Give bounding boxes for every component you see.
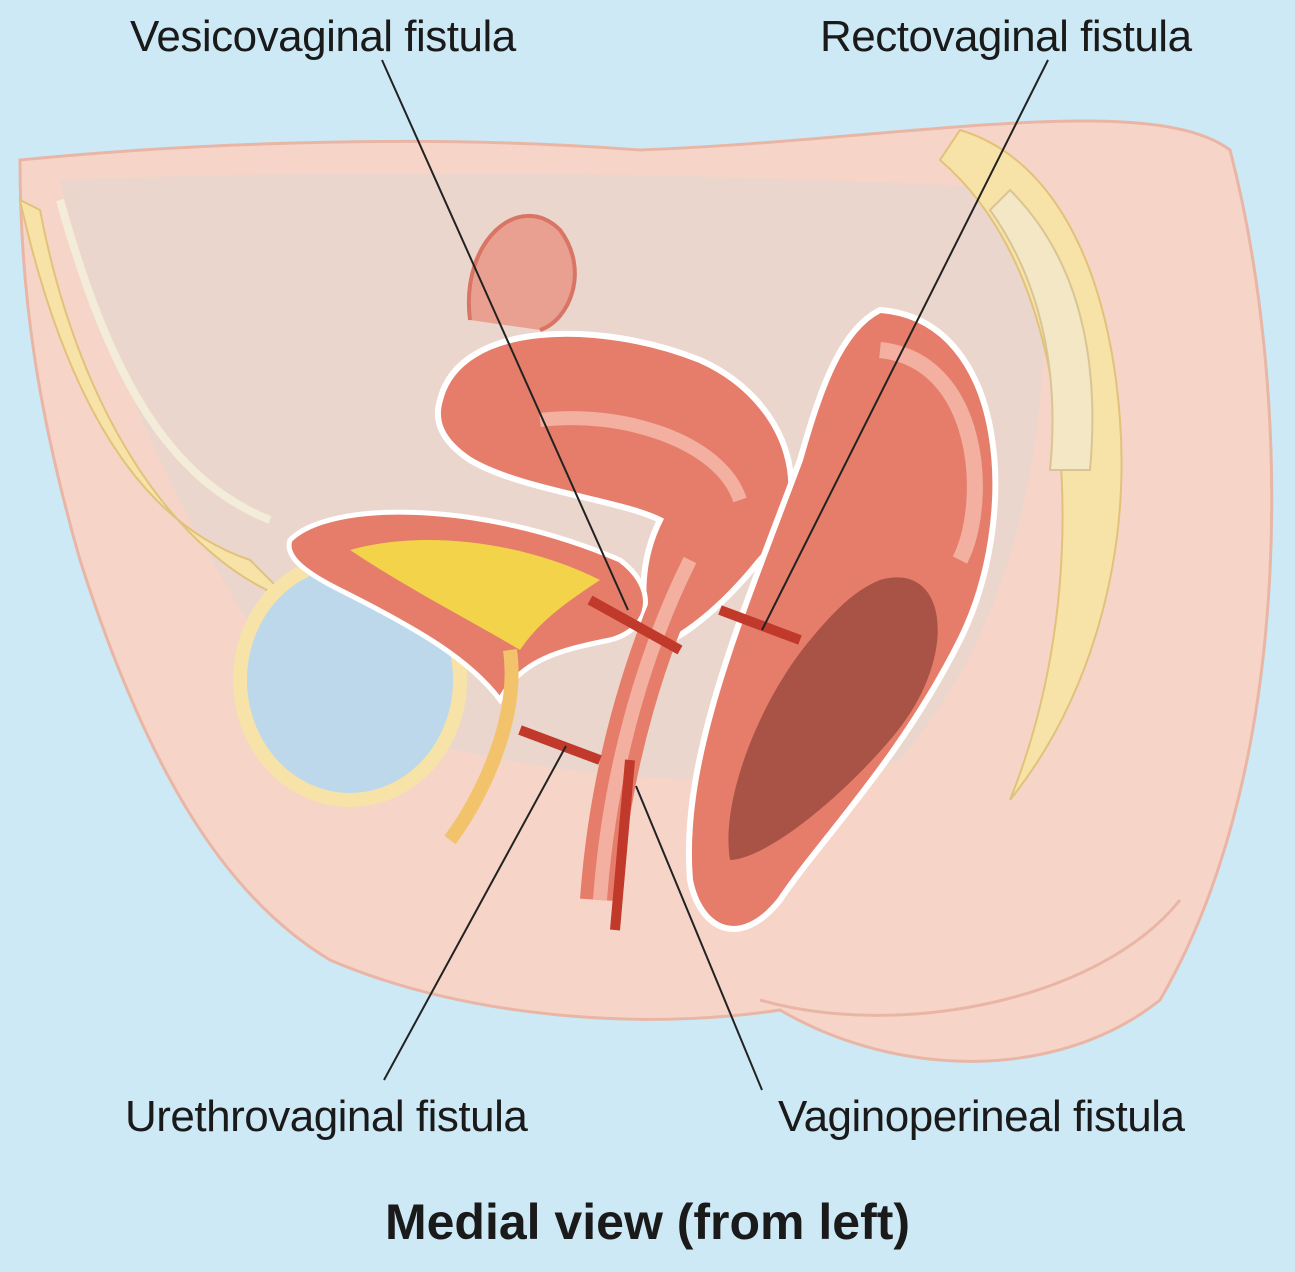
label-vaginoperineal-fistula: Vaginoperineal fistula [778,1092,1184,1142]
label-vesicovaginal-fistula: Vesicovaginal fistula [130,12,516,62]
label-urethrovaginal-fistula: Urethrovaginal fistula [125,1092,527,1142]
label-rectovaginal-fistula: Rectovaginal fistula [820,12,1192,62]
figure-caption: Medial view (from left) [0,1192,1295,1252]
